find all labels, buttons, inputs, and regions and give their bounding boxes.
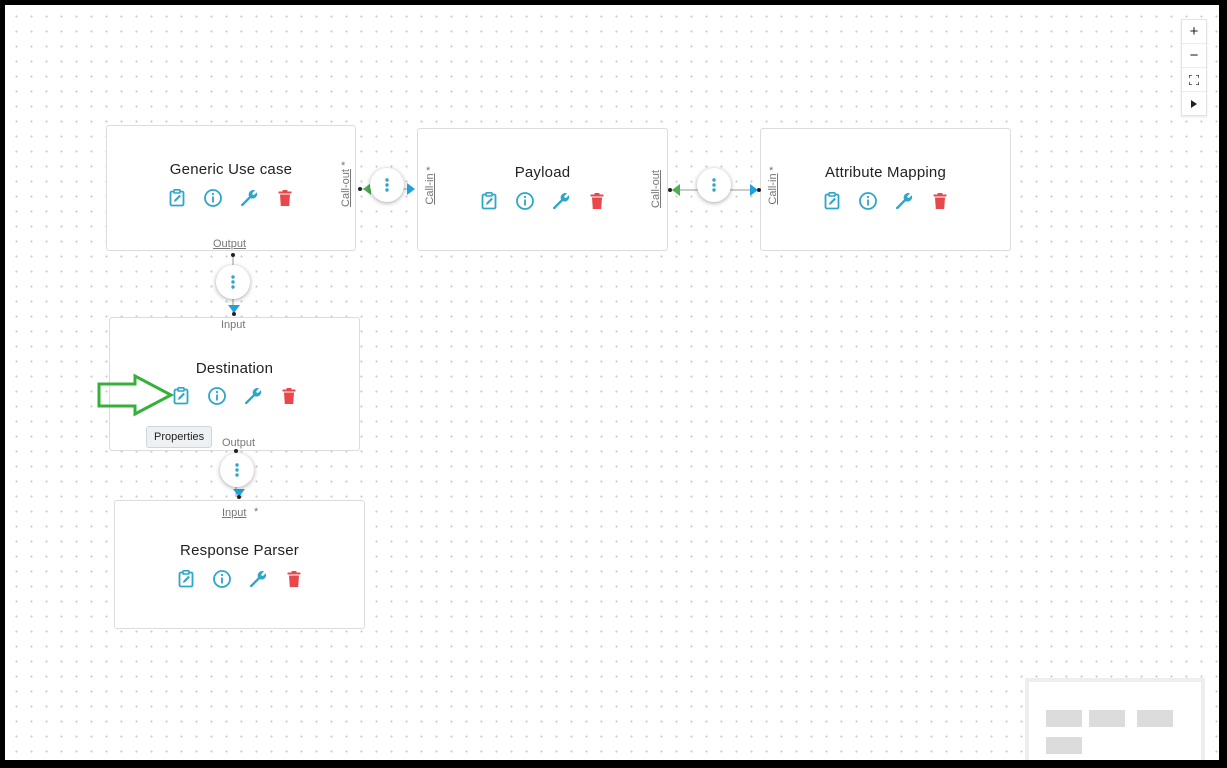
properties-icon[interactable] (167, 188, 187, 208)
required-mark: * (341, 160, 346, 172)
required-mark: * (769, 165, 774, 177)
zoom-out-button[interactable]: − (1182, 44, 1206, 68)
required-mark: * (254, 506, 259, 518)
minimap-node (1089, 710, 1125, 727)
port-output[interactable]: Output (213, 238, 247, 250)
connector-menu-button[interactable] (216, 265, 250, 299)
trash-icon[interactable] (587, 191, 607, 211)
port-dot (231, 253, 235, 257)
wrench-icon[interactable] (551, 191, 571, 211)
wrench-icon[interactable] (243, 386, 263, 406)
port-call-out[interactable]: Call-out (650, 170, 662, 208)
port-dot (668, 188, 672, 192)
port-dot (358, 187, 362, 191)
minimap[interactable] (1025, 678, 1205, 760)
connector-menu-button[interactable] (220, 453, 254, 487)
trash-icon[interactable] (284, 569, 304, 589)
node-response-parser[interactable]: Response Parser Input * (114, 500, 365, 629)
port-dot (232, 312, 236, 316)
info-icon[interactable] (212, 569, 232, 589)
trash-icon[interactable] (930, 191, 950, 211)
connector-menu-button[interactable] (697, 168, 731, 202)
arrow-down-blue (233, 489, 245, 497)
node-title: Generic Use case (169, 161, 293, 178)
node-title: Attribute Mapping (825, 164, 946, 181)
play-button[interactable] (1182, 92, 1206, 115)
arrow-right-blue (750, 184, 758, 196)
port-dot (234, 449, 238, 453)
annotation-arrow-icon (97, 373, 175, 417)
trash-icon[interactable] (275, 188, 295, 208)
port-input[interactable]: Input (221, 319, 246, 331)
wrench-icon[interactable] (239, 188, 259, 208)
arrow-left-green (672, 184, 680, 196)
node-title: Payload (514, 164, 571, 181)
properties-icon[interactable] (176, 569, 196, 589)
arrow-right-blue (407, 183, 415, 195)
trash-icon[interactable] (279, 386, 299, 406)
node-attribute-mapping[interactable]: Attribute Mapping Call-in * (760, 128, 1011, 251)
port-call-out[interactable]: Call-out (340, 169, 352, 207)
play-icon (1191, 99, 1197, 108)
node-title: Destination (195, 360, 274, 377)
info-icon[interactable] (515, 191, 535, 211)
wrench-icon[interactable] (248, 569, 268, 589)
minimap-node (1046, 737, 1082, 754)
vertical-dots-icon (711, 177, 717, 193)
minimap-node (1046, 710, 1082, 727)
fit-view-icon (1189, 74, 1199, 85)
info-icon[interactable] (203, 188, 223, 208)
arrow-left-green (363, 183, 371, 195)
properties-icon[interactable] (479, 191, 499, 211)
vertical-dots-icon (384, 177, 390, 193)
workflow-canvas[interactable]: Generic Use case Call-out * Output Paylo… (5, 5, 1219, 760)
port-output[interactable]: Output (222, 437, 256, 449)
vertical-dots-icon (234, 462, 240, 478)
zoom-controls: + − (1181, 19, 1207, 116)
zoom-in-button[interactable]: + (1182, 20, 1206, 44)
info-icon[interactable] (858, 191, 878, 211)
fit-view-button[interactable] (1182, 68, 1206, 92)
wrench-icon[interactable] (894, 191, 914, 211)
connection-lines (228, 183, 760, 497)
connector-menu-button[interactable] (370, 168, 404, 202)
properties-icon[interactable] (822, 191, 842, 211)
node-payload[interactable]: Payload Call-in * Call-out (417, 128, 668, 251)
vertical-dots-icon (230, 274, 236, 290)
node-title: Response Parser (180, 542, 299, 559)
properties-tooltip: Properties (146, 426, 213, 448)
port-dot (757, 188, 761, 192)
arrow-down-blue (228, 305, 240, 313)
node-generic-use-case[interactable]: Generic Use case Call-out * Output (106, 125, 356, 251)
info-icon[interactable] (207, 386, 227, 406)
minimap-node (1137, 710, 1173, 727)
port-dot (237, 495, 241, 499)
port-input[interactable]: Input (222, 507, 247, 519)
required-mark: * (426, 165, 431, 177)
